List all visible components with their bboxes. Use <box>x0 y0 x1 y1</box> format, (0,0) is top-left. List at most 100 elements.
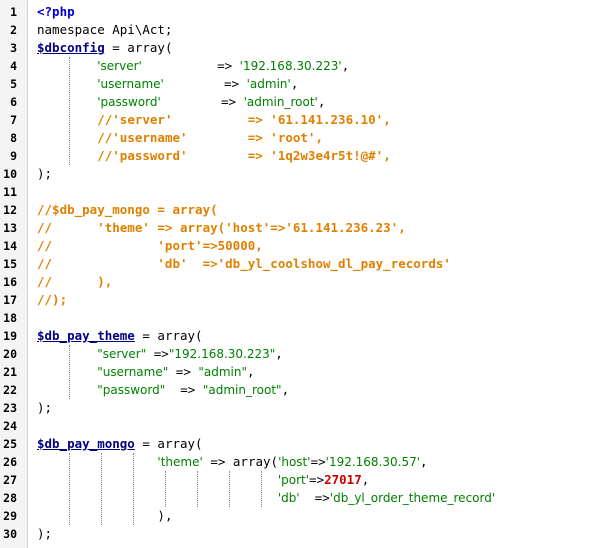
line-number: 17 <box>3 293 17 307</box>
code-token-default <box>37 364 97 379</box>
line-text: namespace Api\Act; <box>37 21 172 39</box>
code-line[interactable]: 24 <box>0 417 601 435</box>
code-line[interactable]: 26 'theme' => array('host'=>'192.168.30.… <box>0 453 601 471</box>
code-token-keyword: <?php <box>37 4 75 19</box>
line-text: $db_pay_mongo = array( <box>37 435 203 453</box>
code-line[interactable]: 28 'db' =>'db_yl_order_theme_record' <box>0 489 601 507</box>
code-line[interactable]: 9 //'password' => '1q2w3e4r5t!@#', <box>0 147 601 165</box>
code-token-default: => <box>168 364 199 379</box>
line-text: 'db' =>'db_yl_order_theme_record' <box>37 489 495 507</box>
code-token-comment: //'server' => '61.141.236.10', <box>97 112 391 127</box>
code-token-comment: //); <box>37 292 68 307</box>
code-token-string: "192.168.30.223" <box>168 347 276 361</box>
code-token-string: "admin" <box>198 365 248 379</box>
code-line[interactable]: 15 // 'db' =>'db_yl_coolshow_dl_pay_recor… <box>0 255 601 273</box>
line-number: 7 <box>10 113 17 127</box>
line-number: 27 <box>3 473 17 487</box>
line-number: 1 <box>10 5 17 19</box>
line-text: //$db_pay_mongo = array( <box>37 201 218 219</box>
code-line[interactable]: 17 //); <box>0 291 601 309</box>
code-token-default: ); <box>37 166 53 181</box>
code-line[interactable]: 12 //$db_pay_mongo = array( <box>0 201 601 219</box>
code-token-default <box>37 76 97 91</box>
code-token-default: => array( <box>202 454 279 469</box>
code-line[interactable]: 25 $db_pay_mongo = array( <box>0 435 601 453</box>
line-number: 5 <box>10 77 17 91</box>
line-number: 6 <box>10 95 17 109</box>
code-line[interactable]: 18 <box>0 309 601 327</box>
code-token-default: => <box>299 490 330 505</box>
code-line[interactable]: 21 "username" => "admin", <box>0 363 601 381</box>
code-line[interactable]: 27 'port'=>27017, <box>0 471 601 489</box>
line-text: "username" => "admin", <box>37 363 254 381</box>
indent-guide <box>165 471 166 507</box>
code-token-comment: //'username' => 'root', <box>97 130 323 145</box>
code-token-variable: $db_pay_mongo <box>37 436 135 451</box>
line-text: 'port'=>27017, <box>37 471 369 489</box>
code-token-default: = array( <box>134 328 203 343</box>
line-text: //'password' => '1q2w3e4r5t!@#', <box>37 147 391 165</box>
indent-guide <box>133 453 134 525</box>
code-line[interactable]: 1 <?php <box>0 3 601 21</box>
code-token-default <box>37 58 97 73</box>
code-line[interactable]: 22 "password" => "admin_root", <box>0 381 601 399</box>
line-text: <?php <box>37 3 75 21</box>
code-token-default: => <box>141 58 240 73</box>
code-line[interactable]: 6 'password' => 'admin_root', <box>0 93 601 111</box>
code-token-default <box>37 130 97 145</box>
code-line[interactable]: 10); <box>0 165 601 183</box>
line-number: 4 <box>10 59 17 73</box>
code-token-string: "username" <box>97 365 169 379</box>
code-token-string: 'admin_root' <box>243 95 318 109</box>
code-token-default <box>37 508 157 523</box>
code-line[interactable]: 20 "server" =>"192.168.30.223", <box>0 345 601 363</box>
code-token-default <box>37 346 97 361</box>
code-line[interactable]: 11 <box>0 183 601 201</box>
line-number: 11 <box>3 185 17 199</box>
code-token-string: 'db' <box>277 491 300 505</box>
line-number: 10 <box>3 167 17 181</box>
code-token-default <box>37 454 157 469</box>
code-line[interactable]: 23); <box>0 399 601 417</box>
code-line[interactable]: 3$dbconfig = array( <box>0 39 601 57</box>
code-line[interactable]: 30); <box>0 525 601 543</box>
code-line[interactable]: 5 'username' => 'admin', <box>0 75 601 93</box>
line-number: 13 <box>3 221 17 235</box>
code-token-default: , <box>290 76 299 91</box>
code-line[interactable]: 7 //'server' => '61.141.236.10', <box>0 111 601 129</box>
code-line[interactable]: 16// ), <box>0 273 601 291</box>
code-token-number: 27017 <box>324 472 362 487</box>
code-token-string: 'password' <box>97 95 161 109</box>
code-token-default: = array( <box>104 40 173 55</box>
code-line[interactable]: 4 'server' => '192.168.30.223', <box>0 57 601 75</box>
line-number: 21 <box>3 365 17 379</box>
line-number: 15 <box>3 257 17 271</box>
line-text: ); <box>37 165 52 183</box>
code-line[interactable]: 8 //'username' => 'root', <box>0 129 601 147</box>
line-number: 16 <box>3 275 17 289</box>
code-token-variable: $dbconfig <box>37 40 105 55</box>
indent-guide <box>101 453 102 525</box>
indent-guide <box>197 471 198 507</box>
line-text: $db_pay_theme = array( <box>37 327 203 345</box>
code-line[interactable]: 14// 'port'=>50000, <box>0 237 601 255</box>
code-token-string: 'server' <box>97 59 142 73</box>
code-line[interactable]: 19$db_pay_theme = array( <box>0 327 601 345</box>
code-token-default: ); <box>37 400 53 415</box>
code-token-string: 'admin' <box>246 77 291 91</box>
line-number: 22 <box>3 383 17 397</box>
line-number: 26 <box>3 455 17 469</box>
code-token-string: "admin_root" <box>202 383 282 397</box>
code-line[interactable]: 29 ), <box>0 507 601 525</box>
code-token-default: , <box>341 58 350 73</box>
code-token-comment: // 'db' =>'db_yl_coolshow_dl_pay_records… <box>37 256 451 271</box>
line-number: 14 <box>3 239 17 253</box>
line-number: 25 <box>3 437 17 451</box>
line-text: 'username' => 'admin', <box>37 75 298 93</box>
code-line[interactable]: 13// 'theme' => array('host'=>'61.141.23… <box>0 219 601 237</box>
line-number: 12 <box>3 203 17 217</box>
indent-guide <box>69 57 70 165</box>
